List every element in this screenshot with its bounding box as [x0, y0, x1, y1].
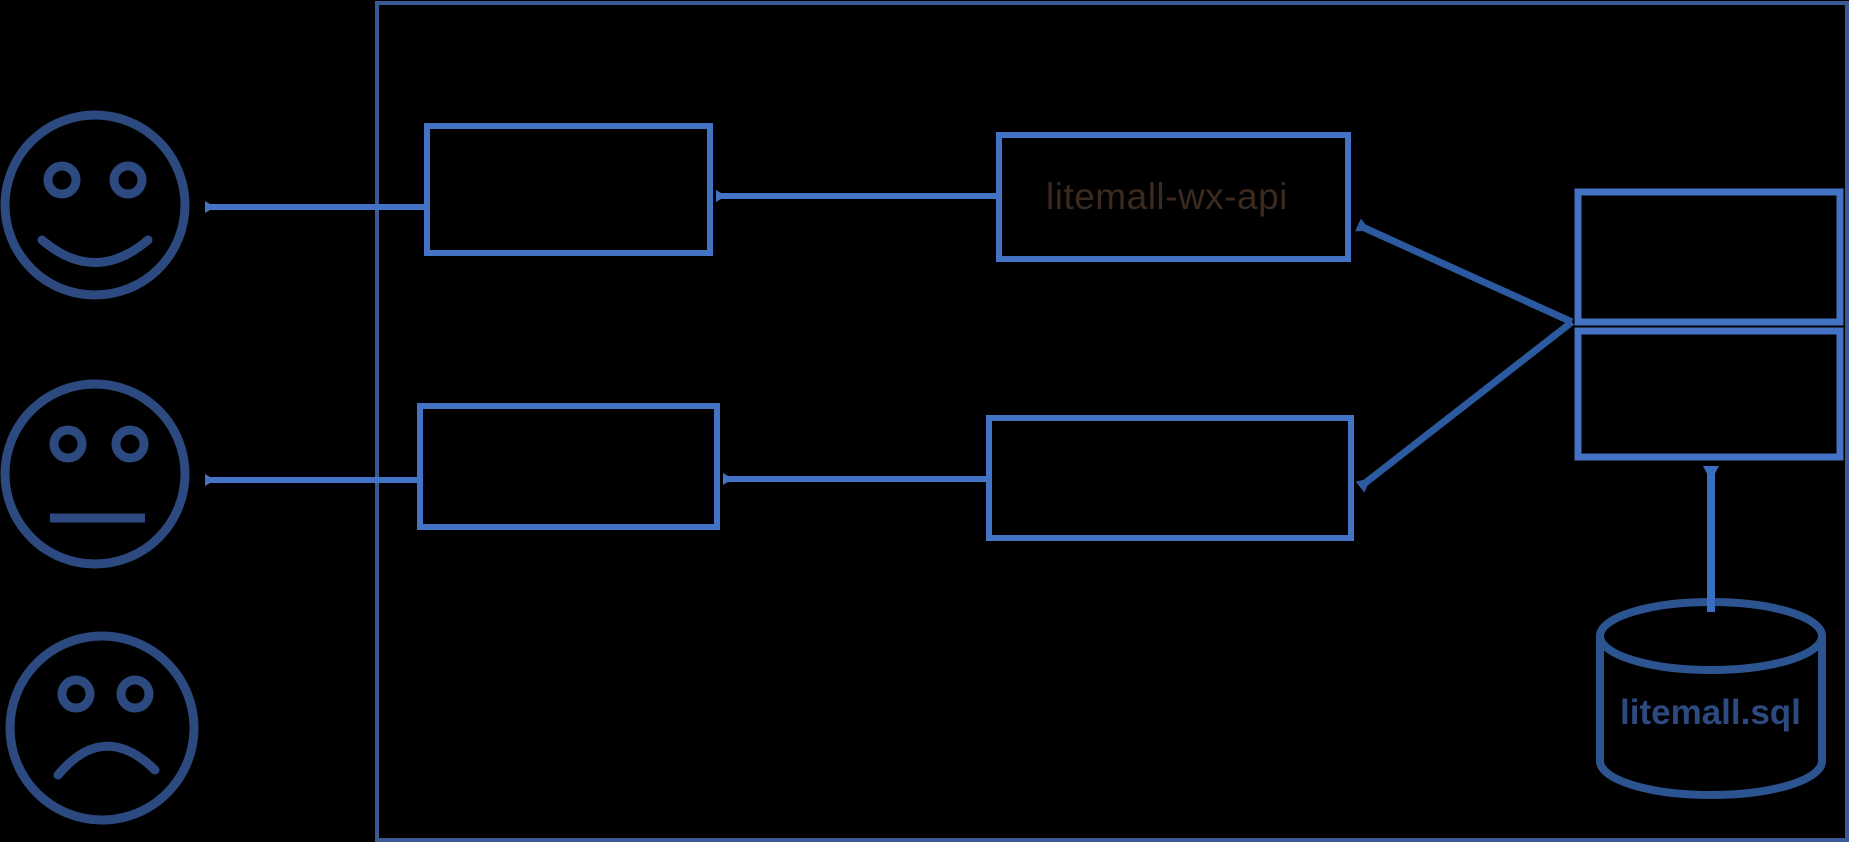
- node-frontend-mid[interactable]: [417, 403, 720, 530]
- node-frontend-top[interactable]: [424, 123, 713, 256]
- node-api-secondary[interactable]: [986, 415, 1354, 541]
- edge-core-to-api-wx: [1355, 218, 1574, 326]
- edge-core-to-api-secondary: [1355, 319, 1575, 493]
- happy-user-icon: [0, 110, 190, 300]
- sad-user-icon: [5, 631, 199, 825]
- node-api-wx[interactable]: [996, 132, 1351, 262]
- node-core-top[interactable]: [1574, 188, 1844, 326]
- system-boundary: [375, 1, 1849, 842]
- database-cylinder-icon[interactable]: [1596, 598, 1826, 799]
- node-core-bottom[interactable]: [1574, 327, 1844, 461]
- neutral-user-icon: [0, 379, 190, 569]
